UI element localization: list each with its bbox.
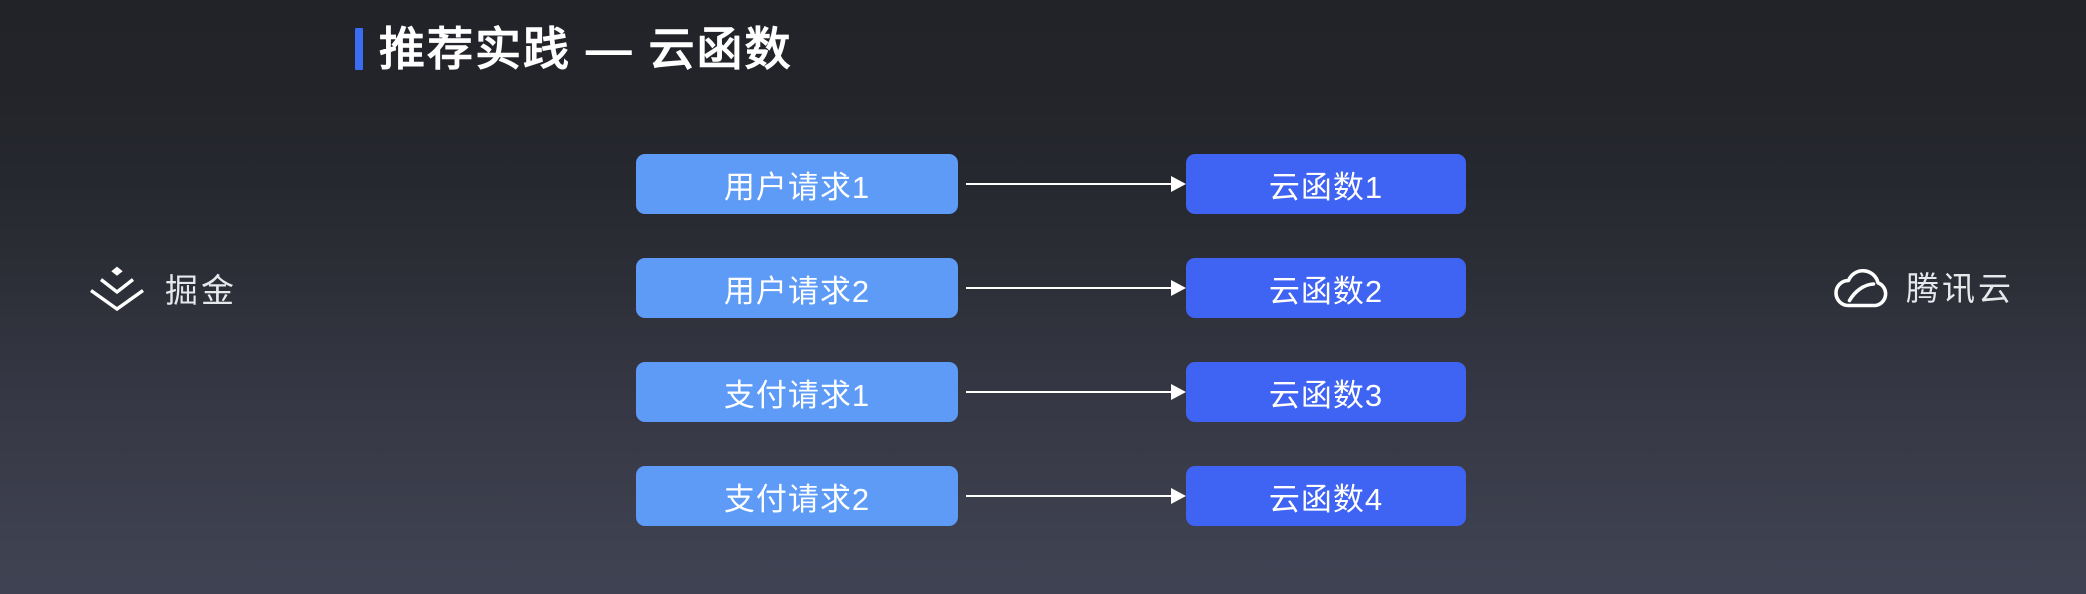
title-accent-bar xyxy=(355,28,363,70)
flow-source-node[interactable]: 支付请求2 xyxy=(636,466,958,526)
arrow-right-icon xyxy=(958,154,1186,214)
juejin-watermark: 掘金 xyxy=(85,264,237,312)
tencent-cloud-watermark: 腾讯云 xyxy=(1828,262,2014,310)
flow-row: 用户请求2 云函数2 xyxy=(636,258,1466,318)
arrow-right-icon xyxy=(958,466,1186,526)
flow-row: 支付请求2 云函数4 xyxy=(636,466,1466,526)
flow-source-node[interactable]: 支付请求1 xyxy=(636,362,958,422)
juejin-watermark-label: 掘金 xyxy=(165,272,237,309)
flow-diagram: 用户请求1 云函数1 用户请求2 云函数2 支付请求1 云函数3 支付请求2 xyxy=(636,154,1466,526)
flow-target-node[interactable]: 云函数4 xyxy=(1186,466,1466,526)
flow-source-node[interactable]: 用户请求2 xyxy=(636,258,958,318)
page-title-text: 推荐实践 — 云函数 xyxy=(379,23,793,75)
arrow-right-icon xyxy=(958,362,1186,422)
flow-source-node[interactable]: 用户请求1 xyxy=(636,154,958,214)
arrow-right-icon xyxy=(958,258,1186,318)
flow-row: 支付请求1 云函数3 xyxy=(636,362,1466,422)
flow-row: 用户请求1 云函数1 xyxy=(636,154,1466,214)
tencent-cloud-logo-icon xyxy=(1834,269,1888,308)
tencent-cloud-watermark-label: 腾讯云 xyxy=(1906,270,2014,307)
flow-target-node[interactable]: 云函数3 xyxy=(1186,362,1466,422)
flow-target-node[interactable]: 云函数1 xyxy=(1186,154,1466,214)
flow-target-node[interactable]: 云函数2 xyxy=(1186,258,1466,318)
page-title: 推荐实践 — 云函数 xyxy=(355,26,793,72)
juejin-logo-icon xyxy=(90,266,144,311)
